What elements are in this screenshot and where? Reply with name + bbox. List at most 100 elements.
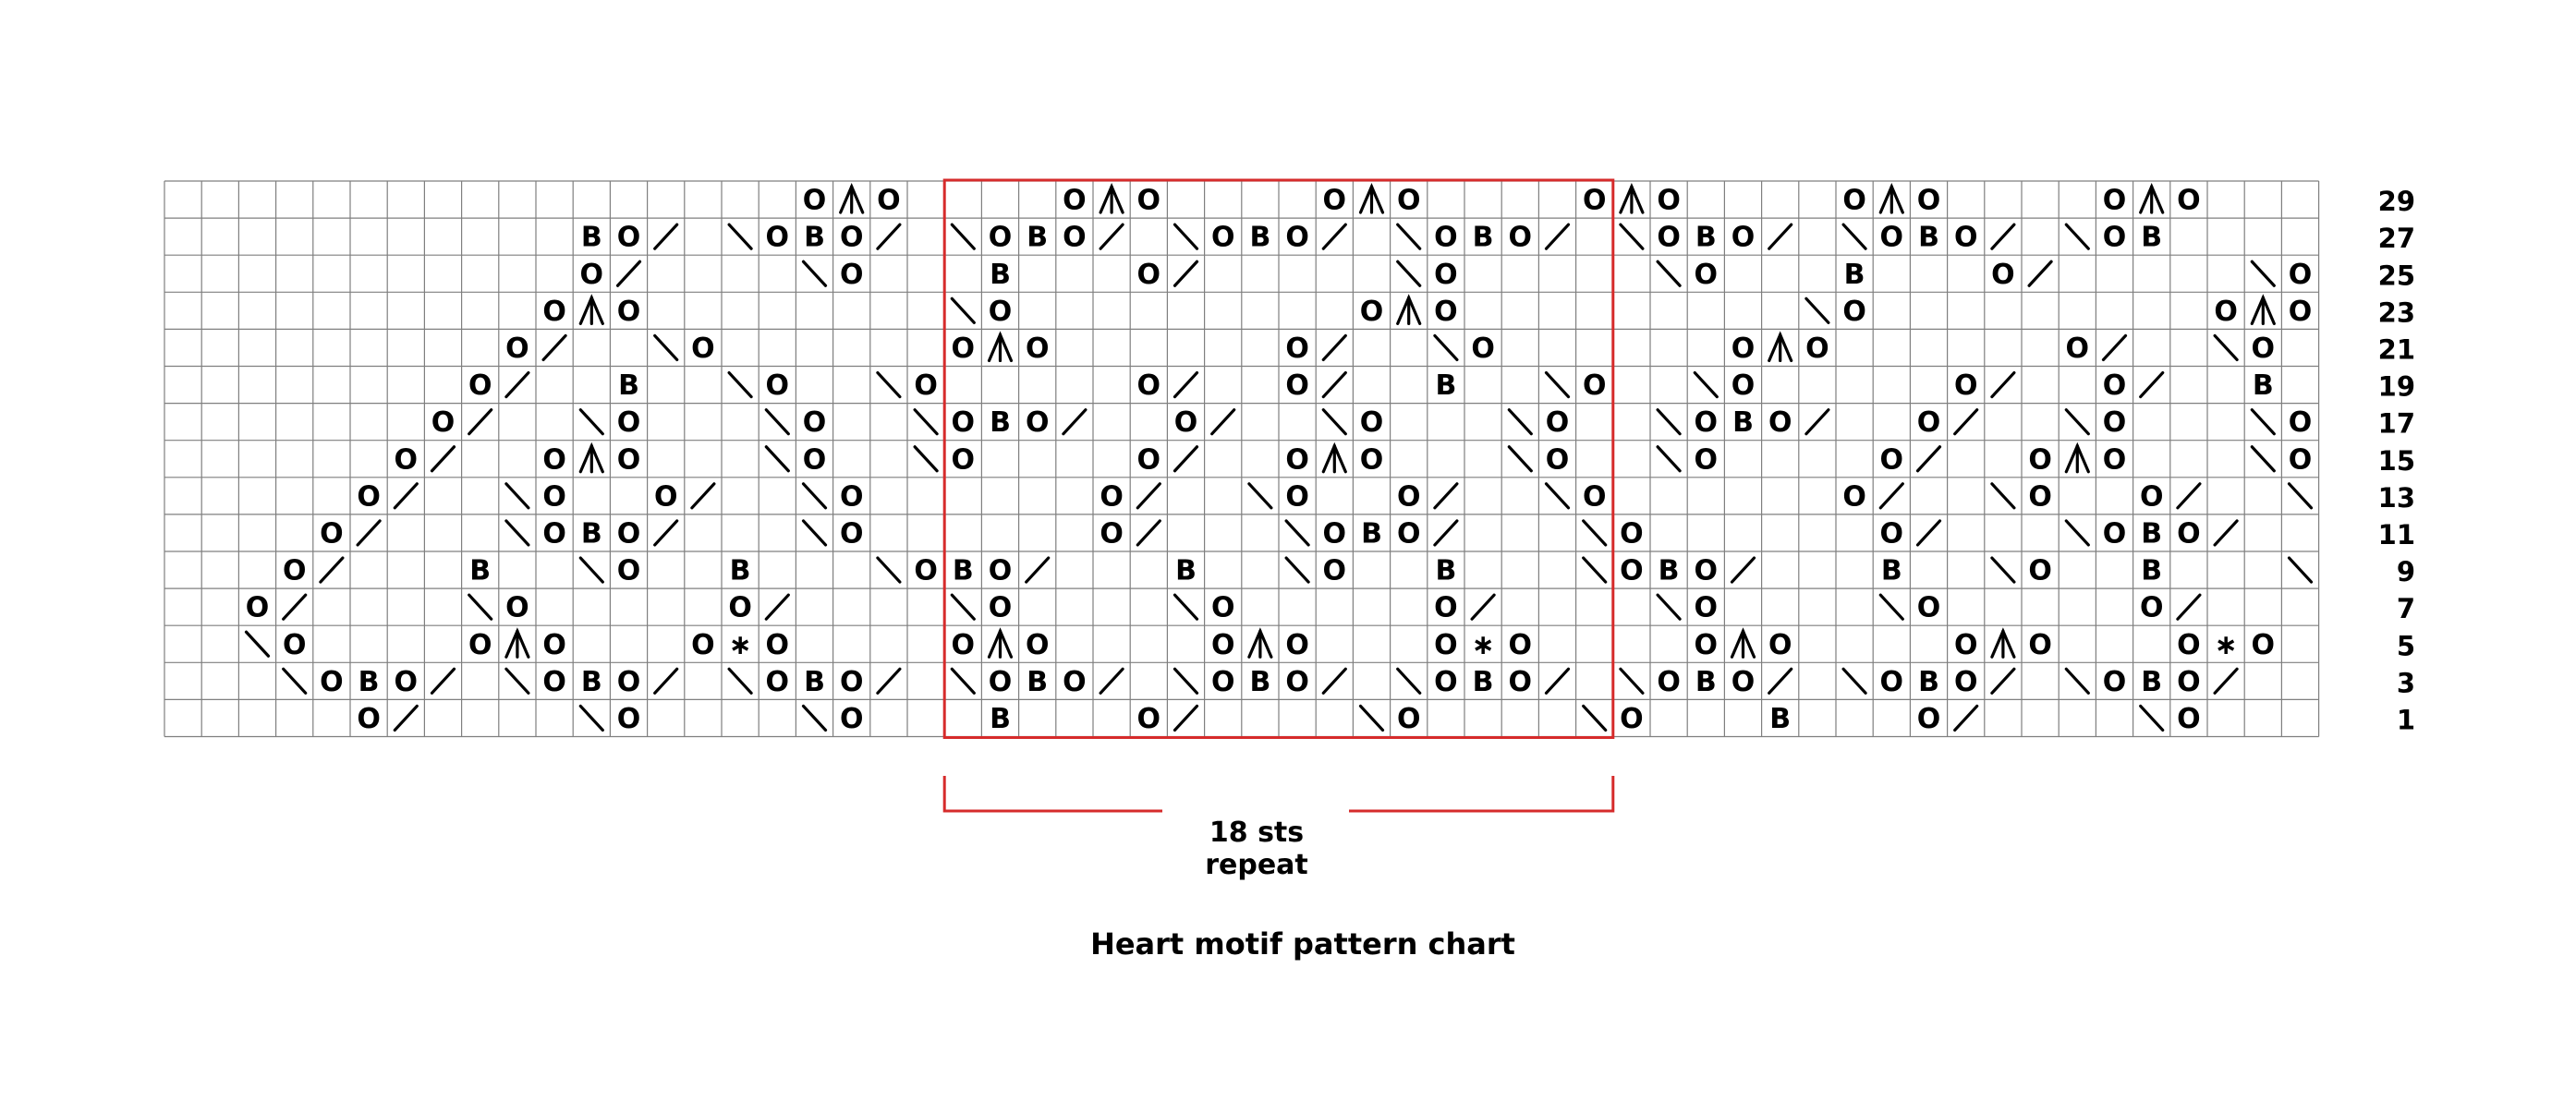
symbol-slash-right — [2027, 260, 2053, 287]
symbol-slash-left — [2213, 333, 2239, 362]
symbol-letter-o: O — [1768, 406, 1792, 439]
symbol-letter-b: B — [1027, 666, 1048, 698]
symbol-letter-o: O — [357, 480, 381, 513]
symbol-letter-o: O — [1695, 259, 1719, 291]
symbol-letter-o: O — [766, 369, 790, 402]
symbol-slash-right — [468, 408, 493, 436]
symbol-letter-o: O — [1211, 222, 1235, 254]
symbol-letter-o: O — [542, 296, 566, 328]
symbol-letter-b: B — [358, 666, 380, 698]
symbol-letter-o: O — [1434, 592, 1458, 624]
symbol-letter-o: O — [505, 592, 529, 624]
symbol-double-decrease — [987, 331, 1014, 363]
symbol-slash-right — [1136, 482, 1161, 510]
symbol-letter-o: O — [1695, 406, 1719, 439]
symbol-letter-o: O — [1434, 296, 1458, 328]
symbol-letter-o: O — [952, 333, 976, 365]
symbol-slash-left — [1990, 556, 2016, 584]
symbol-slash-left — [1582, 519, 1608, 547]
symbol-slash-right — [1990, 223, 2016, 250]
symbol-letter-o: O — [1026, 333, 1050, 365]
symbol-letter-o: O — [2289, 296, 2313, 328]
symbol-letter-o: O — [1657, 666, 1681, 698]
symbol-letter-b: B — [1732, 406, 1754, 439]
symbol-slash-left — [1804, 296, 1830, 324]
symbol-letter-o: O — [877, 185, 901, 217]
symbol-slash-left — [950, 667, 976, 695]
symbol-slash-left — [468, 593, 493, 621]
symbol-letter-o: O — [2140, 480, 2164, 513]
symbol-slash-left — [2139, 704, 2165, 732]
symbol-letter-o: O — [840, 480, 864, 513]
symbol-letter-o: O — [1137, 259, 1161, 291]
symbol-letter-o: O — [1137, 703, 1161, 735]
symbol-slash-right — [430, 445, 456, 473]
symbol-letter-o: O — [2028, 480, 2052, 513]
symbol-letter-o: O — [468, 369, 492, 402]
symbol-slash-right — [1173, 445, 1199, 473]
symbol-slash-left — [504, 519, 530, 547]
symbol-letter-o: O — [1917, 185, 1941, 217]
symbol-double-decrease — [1396, 294, 1422, 325]
symbol-slash-left — [1321, 408, 1347, 436]
symbol-slash-right — [282, 593, 308, 621]
symbol-letter-o: O — [766, 629, 790, 661]
symbol-letter-o: O — [989, 296, 1013, 328]
symbol-slash-right — [1544, 667, 1571, 695]
symbol-slash-left — [913, 445, 939, 473]
symbol-letter-o: O — [2103, 406, 2127, 439]
symbol-slash-right — [1173, 704, 1199, 732]
symbol-letter-o: O — [1360, 406, 1384, 439]
symbol-slash-left — [1878, 593, 1904, 621]
symbol-letter-o: O — [1360, 296, 1384, 328]
symbol-letter-o: O — [914, 555, 938, 587]
symbol-letter-o: O — [2140, 592, 2164, 624]
row-number: 15 — [2378, 445, 2415, 477]
symbol-slash-right — [2139, 370, 2165, 399]
repeat-label: 18 sts repeat — [1205, 817, 1308, 881]
symbol-letter-b: B — [2141, 666, 2162, 698]
symbol-asterisk: ∗ — [2215, 629, 2238, 661]
symbol-letter-o: O — [1768, 629, 1792, 661]
symbol-letter-o: O — [1917, 406, 1941, 439]
symbol-letter-o: O — [766, 222, 790, 254]
symbol-letter-o: O — [1954, 369, 1978, 402]
symbol-letter-b: B — [953, 555, 974, 587]
symbol-letter-o: O — [1397, 480, 1421, 513]
symbol-letter-o: O — [1695, 629, 1719, 661]
symbol-slash-left — [764, 408, 790, 436]
symbol-slash-left — [1582, 556, 1608, 584]
symbol-slash-right — [356, 519, 382, 547]
symbol-letter-b: B — [730, 555, 751, 587]
symbol-letter-o: O — [1657, 185, 1681, 217]
symbol-slash-right — [1173, 260, 1199, 287]
symbol-letter-o: O — [1026, 406, 1050, 439]
symbol-letter-b: B — [2141, 517, 2162, 550]
symbol-slash-right — [653, 519, 679, 547]
symbol-letter-o: O — [691, 333, 715, 365]
symbol-slash-right — [1804, 408, 1830, 436]
symbol-letter-o: O — [840, 259, 864, 291]
symbol-letter-o: O — [989, 592, 1013, 624]
symbol-double-decrease — [2250, 294, 2276, 325]
symbol-slash-right — [1025, 556, 1051, 584]
symbol-letter-o: O — [1026, 629, 1050, 661]
symbol-letter-o: O — [1620, 555, 1644, 587]
symbol-letter-o: O — [1954, 222, 1978, 254]
symbol-slash-left — [1656, 593, 1682, 621]
symbol-slash-left — [2250, 260, 2276, 287]
symbol-slash-left — [1433, 333, 1459, 362]
symbol-double-decrease — [839, 182, 865, 214]
repeat-outline — [942, 178, 1615, 739]
symbol-slash-left — [1656, 260, 1682, 287]
symbol-letter-o: O — [1695, 443, 1719, 476]
symbol-letter-o: O — [1620, 517, 1644, 550]
symbol-letter-o: O — [617, 555, 641, 587]
symbol-letter-o: O — [952, 629, 976, 661]
symbol-letter-b: B — [581, 222, 602, 254]
symbol-letter-o: O — [1211, 666, 1235, 698]
symbol-letter-o: O — [1880, 222, 1904, 254]
symbol-letter-o: O — [1732, 222, 1756, 254]
symbol-letter-b: B — [1435, 555, 1456, 587]
